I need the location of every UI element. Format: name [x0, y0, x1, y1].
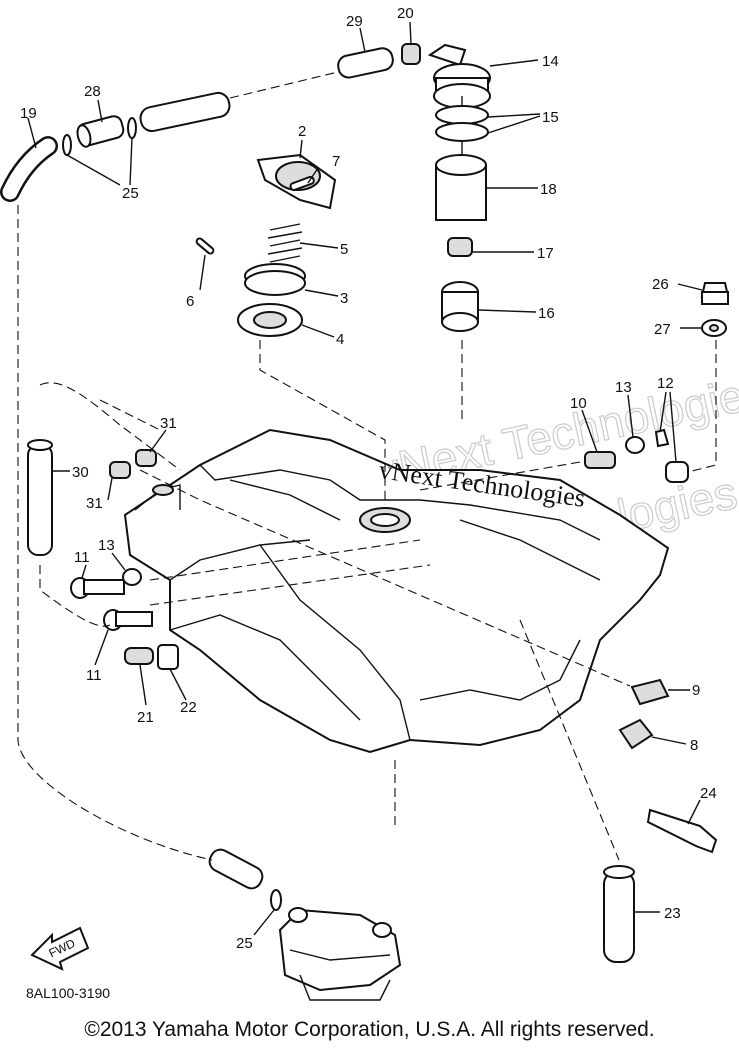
spring-5: [267, 223, 303, 263]
callout-13-left: 13: [98, 537, 115, 554]
callout-30: 30: [72, 464, 89, 481]
copyright-notice: ©2013 Yamaha Motor Corporation, U.S.A. A…: [84, 1018, 655, 1041]
joint-28: [76, 115, 125, 148]
callout-11-lower: 11: [86, 667, 102, 684]
assembly-lines: [17, 71, 717, 861]
bolt-11-lower: [103, 609, 153, 631]
callout-6: 6: [186, 293, 194, 310]
callout-15: 15: [542, 109, 559, 126]
diagram-code: 8AL100-3190: [26, 985, 111, 1001]
gasket-4: [237, 303, 303, 337]
pin-6: [195, 237, 215, 255]
bracket-21-22: [124, 644, 179, 670]
callout-24: 24: [700, 785, 717, 802]
callouts: 2 3 4 5 6 7 8 9 10 11 11 12 13 13 14 15 …: [20, 5, 717, 952]
washer-13-left: [122, 568, 142, 586]
callout-10: 10: [570, 395, 587, 412]
cap-8: [618, 718, 654, 750]
callout-13-right: 13: [615, 379, 632, 396]
callout-19: 19: [20, 105, 37, 122]
callout-3: 3: [340, 290, 348, 307]
bolt-11-upper: [70, 577, 125, 599]
hose-30: [27, 439, 53, 556]
hose-lower: [208, 848, 264, 890]
fuel-tank: [123, 428, 670, 754]
hose-23: [603, 865, 635, 963]
fitting-10: [584, 451, 616, 469]
callout-4: 4: [336, 331, 344, 348]
hose-29: [337, 47, 394, 79]
callout-20: 20: [397, 5, 414, 22]
fuel-filter: [278, 907, 402, 1001]
callout-16: 16: [538, 305, 555, 322]
callout-22: 22: [180, 699, 197, 716]
clamp-20: [401, 43, 421, 65]
hose-19: [0, 136, 58, 202]
callout-8: 8: [690, 737, 698, 754]
fitting-9: [630, 678, 670, 706]
callout-27: 27: [654, 321, 671, 338]
callout-5: 5: [340, 241, 348, 258]
callout-31-lower: 31: [86, 495, 103, 512]
callout-23: 23: [664, 905, 681, 922]
hose-upper: [139, 91, 231, 133]
fwd-arrow: FWD: [30, 926, 90, 971]
clip-25-lower: [270, 889, 282, 911]
leader-lines: [27, 21, 703, 936]
callout-31-upper: 31: [160, 415, 177, 432]
cap-nut-26: [700, 282, 730, 305]
callout-21: 21: [137, 709, 154, 726]
pin-7: [289, 175, 315, 192]
callout-2: 2: [298, 123, 306, 140]
callout-25-lower: 25: [236, 935, 253, 952]
callout-12: 12: [657, 375, 674, 392]
callout-18: 18: [540, 181, 557, 198]
callout-11-upper: 11: [74, 549, 90, 566]
callout-29: 29: [346, 13, 363, 30]
strap-24: [646, 808, 718, 854]
callout-7: 7: [332, 153, 340, 170]
callout-14: 14: [542, 53, 559, 70]
washer-27: [701, 319, 727, 337]
callout-26: 26: [652, 276, 669, 293]
washer-13-right: [625, 436, 645, 454]
callout-17: 17: [537, 245, 554, 262]
callout-25-upper: 25: [122, 185, 139, 202]
clip-31: [109, 449, 157, 479]
callout-9: 9: [692, 682, 700, 699]
fuel-sender-assembly: [427, 43, 491, 332]
callout-28: 28: [84, 83, 101, 100]
ring-3: [244, 263, 306, 296]
grommet-12: [654, 428, 689, 483]
